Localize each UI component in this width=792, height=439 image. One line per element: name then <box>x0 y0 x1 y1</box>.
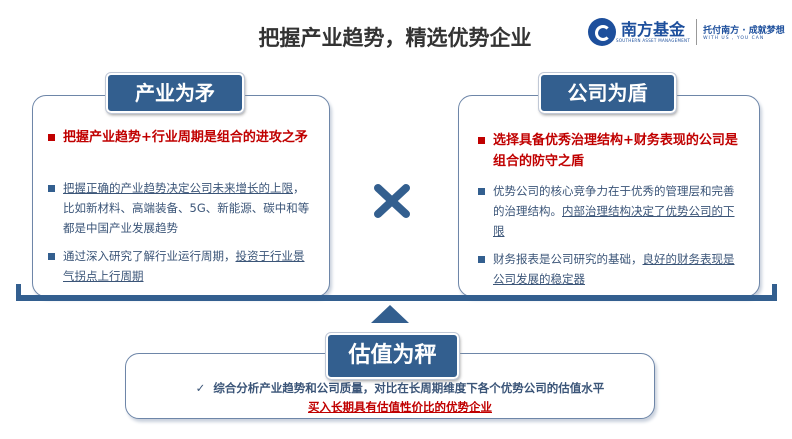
company-point-2: 财务报表是公司研究的基础，良好的财务表现是公司发展的稳定器 <box>478 249 740 289</box>
bullet-icon <box>48 185 55 192</box>
fulcrum-triangle-icon <box>371 305 409 323</box>
page-title: 把握产业趋势，精选优势企业 <box>258 26 532 50</box>
industry-label: 产业为矛 <box>105 72 245 114</box>
point-underlined: 投资于行业景气拐点上行周期 <box>63 249 305 283</box>
scale-right-post <box>772 284 777 300</box>
logo-name: 南方基金 <box>621 19 686 39</box>
point-underlined: 内部治理结构决定了优势公司的下限 <box>493 204 735 238</box>
valuation-text: 综合分析产业趋势和公司质量，对比在长周期维度下各个优势公司的估值水平 <box>213 381 605 395</box>
multiply-icon <box>374 184 410 218</box>
logo-slogan-en: WITH US , YOU CAN <box>703 36 765 41</box>
check-icon: ✓ <box>195 381 206 395</box>
logo-slogan: 托付南方 · 成就梦想 <box>703 26 785 36</box>
company-logo: 南方基金 SOUTHERN ASSET MANAGEMENT 托付南方 · 成就… <box>588 18 785 46</box>
point-text: 优势公司的核心竞争力在于优秀的管理层和完善的治理结构。 <box>493 184 735 218</box>
point-text: 财务报表是公司研究的基础， <box>493 252 643 266</box>
scale-beam <box>16 295 777 301</box>
logo-mark-icon <box>588 18 616 46</box>
key-text: 把握产业趋势+行业周期是组合的进攻之矛 <box>63 130 308 145</box>
point-underlined: 良好的财务表现是公司发展的稳定器 <box>493 252 735 286</box>
point-text: ，比如新材料、高端装备、5G、新能源、碳中和等都是中国产业发展趋势 <box>63 181 310 235</box>
industry-key-point: 把握产业趋势+行业周期是组合的进攻之矛 <box>48 127 310 148</box>
company-point-1: 优势公司的核心竞争力在于优秀的管理层和完善的治理结构。内部治理结构决定了优势公司… <box>478 181 740 241</box>
bullet-icon <box>48 134 55 141</box>
point-underlined: 把握正确的产业趋势决定公司未来增长的上限 <box>63 181 293 195</box>
key-text: 选择具备优秀治理结构+财务表现的公司是组合的防守之盾 <box>493 133 738 169</box>
bullet-icon <box>48 253 55 260</box>
bullet-icon <box>478 188 485 195</box>
company-label: 公司为盾 <box>538 72 677 114</box>
scale-left-post <box>16 284 21 300</box>
industry-box <box>32 95 330 297</box>
bullet-icon <box>478 256 485 263</box>
logo-name-en: SOUTHERN ASSET MANAGEMENT <box>616 37 691 43</box>
company-box <box>458 95 760 297</box>
company-key-point: 选择具备优秀治理结构+财务表现的公司是组合的防守之盾 <box>478 130 740 172</box>
valuation-label: 估值为秤 <box>325 332 460 380</box>
logo-divider <box>696 19 698 45</box>
point-text: 通过深入研究了解行业运行周期， <box>63 249 236 263</box>
bullet-icon <box>478 137 485 144</box>
valuation-line-1: ✓ 综合分析产业趋势和公司质量，对比在长周期维度下各个优势公司的估值水平 <box>150 380 650 396</box>
industry-point-1: 把握正确的产业趋势决定公司未来增长的上限，比如新材料、高端装备、5G、新能源、碳… <box>48 178 310 238</box>
valuation-line-2: 买入长期具有估值性价比的优势企业 <box>308 400 492 414</box>
industry-point-2: 通过深入研究了解行业运行周期，投资于行业景气拐点上行周期 <box>48 246 310 286</box>
